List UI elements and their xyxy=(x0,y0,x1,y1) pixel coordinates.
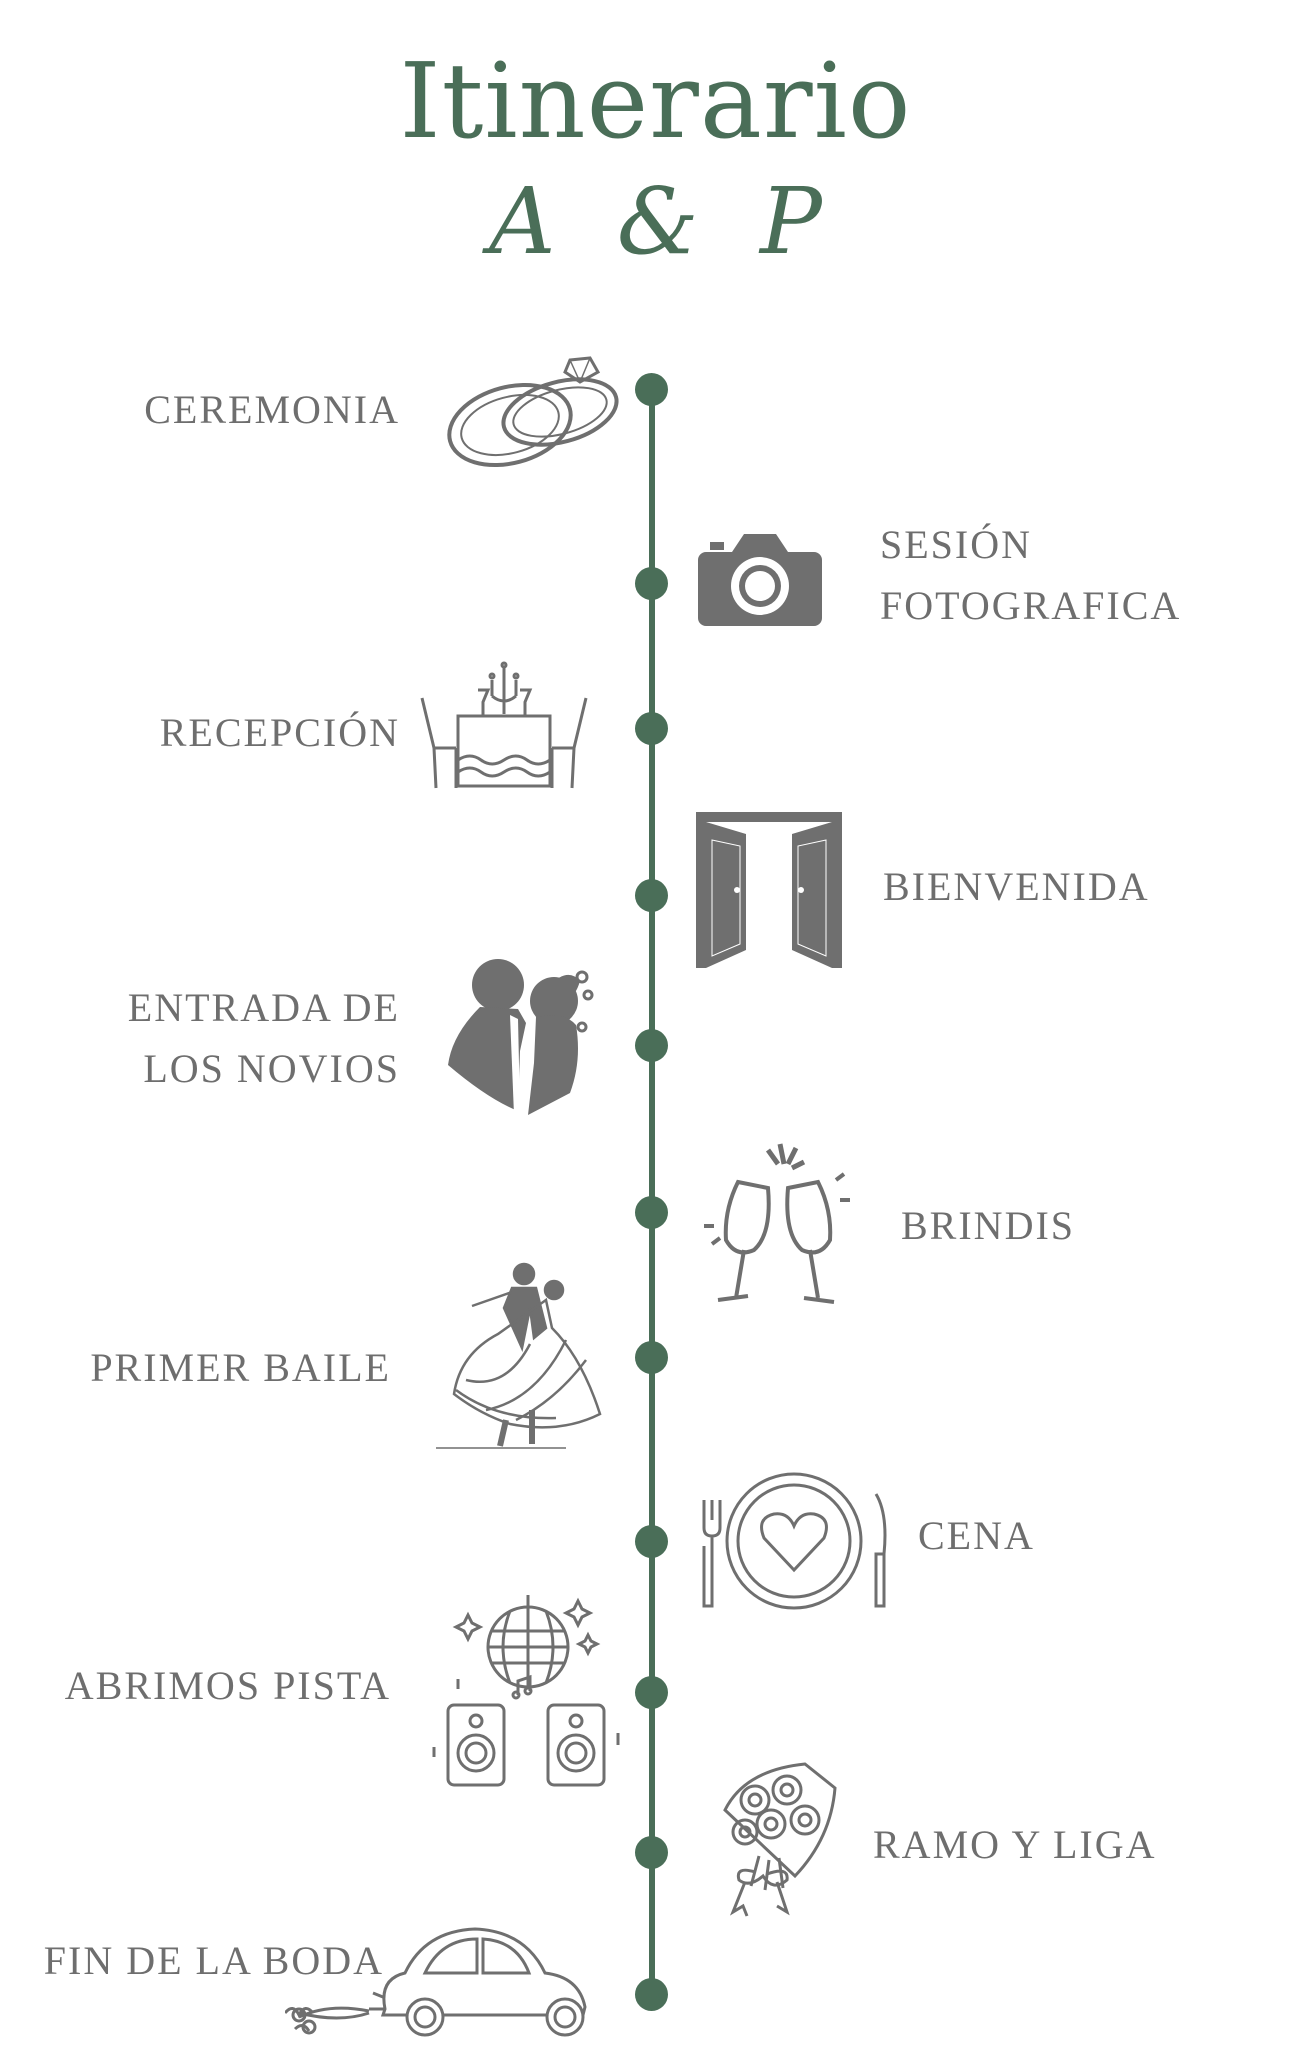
plate-heart-icon xyxy=(694,1470,894,1612)
event-label-entrada-line1: ENTRADA DE xyxy=(127,985,400,1030)
event-label-ceremonia: CEREMONIA xyxy=(144,387,400,432)
timeline-dot xyxy=(635,1525,668,1558)
timeline-line xyxy=(649,388,655,1988)
event-label-ramo-y-liga: RAMO Y LIGA xyxy=(873,1822,1157,1867)
champagne-toast-icon xyxy=(700,1140,855,1315)
event-label-fin-de-la-boda: FIN DE LA BODA xyxy=(43,1938,384,1983)
couple-silhouette-icon xyxy=(432,955,602,1125)
event-label-cena: CENA xyxy=(918,1513,1035,1558)
open-doors-icon xyxy=(694,810,844,970)
event-label-entrada-line2: LOS NOVIOS xyxy=(143,1046,400,1091)
event-label-bienvenida: BIENVENIDA xyxy=(883,864,1150,909)
dancing-couple-icon xyxy=(436,1260,616,1450)
camera-icon xyxy=(698,530,822,626)
timeline-dot xyxy=(635,1836,668,1869)
event-label-primer-baile: PRIMER BAILE xyxy=(90,1345,391,1390)
timeline-dot xyxy=(635,712,668,745)
event-label-recepcion: RECEPCIÓN xyxy=(159,710,400,755)
timeline-dot xyxy=(635,567,668,600)
timeline-dot xyxy=(635,1978,668,2011)
rings-icon xyxy=(440,350,630,480)
timeline-dot xyxy=(635,1029,668,1062)
timeline-dot xyxy=(635,373,668,406)
monogram: A & P xyxy=(489,168,822,275)
timeline-dot xyxy=(635,879,668,912)
event-label-abrimos-pista: ABRIMOS PISTA xyxy=(64,1663,391,1708)
disco-speakers-icon xyxy=(428,1595,628,1795)
bouquet-icon xyxy=(715,1760,845,1920)
timeline-dot xyxy=(635,1196,668,1229)
timeline-dot xyxy=(635,1341,668,1374)
event-label-brindis: BRINDIS xyxy=(901,1203,1076,1248)
timeline-dot xyxy=(635,1676,668,1709)
event-label-sesion-line2: FOTOGRAFICA xyxy=(880,583,1182,628)
page-title: Itinerario xyxy=(399,40,912,162)
event-label-sesion-line1: SESIÓN xyxy=(880,522,1033,567)
dinner-table-icon xyxy=(418,660,590,790)
wedding-car-icon xyxy=(285,1925,615,2041)
